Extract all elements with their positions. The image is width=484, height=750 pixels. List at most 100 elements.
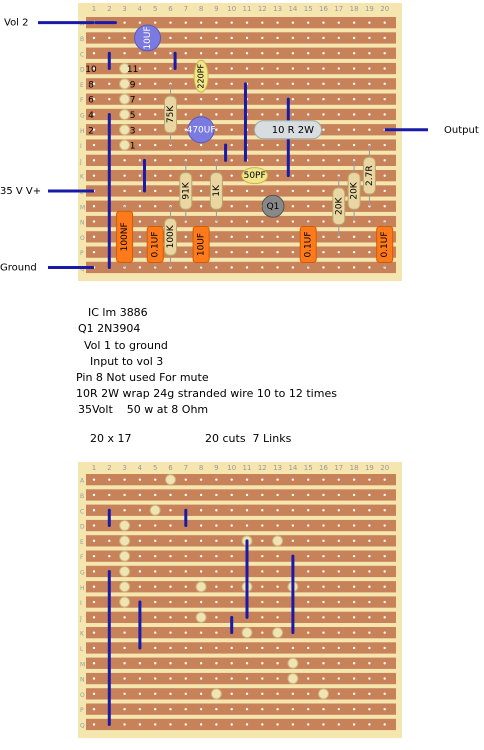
hole [337, 97, 340, 101]
hole [169, 174, 172, 177]
hole [383, 36, 386, 40]
copper-strip [86, 642, 396, 654]
note-pin8: Pin 8 Not used For mute [76, 371, 209, 384]
cap-220pf-label: 220PF [197, 63, 206, 88]
hole [92, 692, 96, 696]
hole [322, 554, 325, 558]
hole [276, 220, 279, 223]
hole [230, 539, 233, 543]
hole [92, 646, 96, 650]
hole [230, 52, 233, 55]
hole [291, 113, 295, 116]
hole [307, 585, 310, 588]
hole [322, 52, 325, 55]
hole [307, 67, 310, 70]
hole [337, 493, 340, 497]
hole [154, 616, 157, 619]
hole [154, 478, 157, 481]
hole [352, 646, 356, 650]
hole [154, 723, 157, 726]
hole [337, 143, 340, 147]
solder-pad [210, 688, 222, 700]
column-number: 8 [199, 464, 203, 472]
hole [199, 539, 203, 543]
copper-strip [86, 139, 396, 151]
hole [276, 159, 279, 162]
hole [307, 97, 310, 101]
hole [337, 631, 340, 634]
hole [291, 524, 295, 527]
hole [291, 159, 295, 162]
hole [169, 189, 172, 193]
column-number: 2 [107, 5, 111, 13]
solder-pad [165, 474, 176, 486]
hole [261, 539, 264, 543]
hole [108, 539, 111, 543]
solder-pad [287, 673, 299, 685]
hole [215, 235, 218, 239]
hole [368, 554, 371, 558]
hole [337, 692, 340, 696]
hole [169, 539, 172, 543]
res-75k [164, 95, 177, 134]
hole [154, 205, 157, 208]
column-number: 19 [365, 5, 374, 13]
hole [154, 143, 157, 147]
hole [245, 662, 249, 665]
hole [154, 662, 157, 665]
hole [245, 677, 249, 680]
hole [352, 250, 356, 254]
hole [230, 677, 233, 680]
hole [291, 67, 295, 70]
hole [154, 113, 157, 116]
hole [368, 646, 371, 650]
hole [276, 570, 279, 573]
hole [184, 82, 187, 86]
hole [383, 143, 386, 147]
hole [184, 646, 187, 650]
column-number: 11 [243, 5, 252, 13]
cap-100nf [116, 210, 134, 263]
hole [383, 677, 386, 680]
solder-pad [119, 581, 131, 593]
hole [276, 478, 279, 481]
hole [138, 205, 142, 208]
hole [307, 189, 310, 193]
hole [261, 524, 264, 527]
ic-pin-label: 8 [88, 80, 94, 90]
hole [169, 21, 172, 24]
hole [291, 220, 295, 223]
hole [92, 205, 96, 208]
hole [199, 478, 203, 481]
hole [307, 36, 310, 40]
hole [154, 600, 157, 604]
transistor-q1 [261, 194, 285, 218]
hole [154, 159, 157, 162]
hole [154, 570, 157, 573]
row-letter: O [80, 692, 85, 699]
column-number: 15 [304, 464, 313, 472]
ic-pin-label: 7 [130, 96, 136, 106]
row-letter: I [80, 143, 82, 150]
hole [184, 97, 187, 101]
hole [291, 205, 295, 208]
hole [245, 478, 249, 481]
hole [215, 677, 218, 680]
hole [215, 82, 218, 86]
res-75k-label: 75K [166, 105, 176, 123]
hole [276, 524, 279, 527]
column-number: 8 [199, 5, 203, 13]
copper-strip [86, 535, 396, 547]
hole [138, 509, 142, 512]
hole [245, 723, 249, 726]
hole [215, 646, 218, 650]
hole [368, 250, 371, 254]
hole [169, 677, 172, 680]
hole [123, 631, 126, 634]
hole [123, 21, 126, 24]
hole [368, 723, 371, 726]
row-letter: P [80, 707, 84, 714]
hole [245, 509, 249, 512]
hole [291, 539, 295, 543]
hole [307, 52, 310, 55]
